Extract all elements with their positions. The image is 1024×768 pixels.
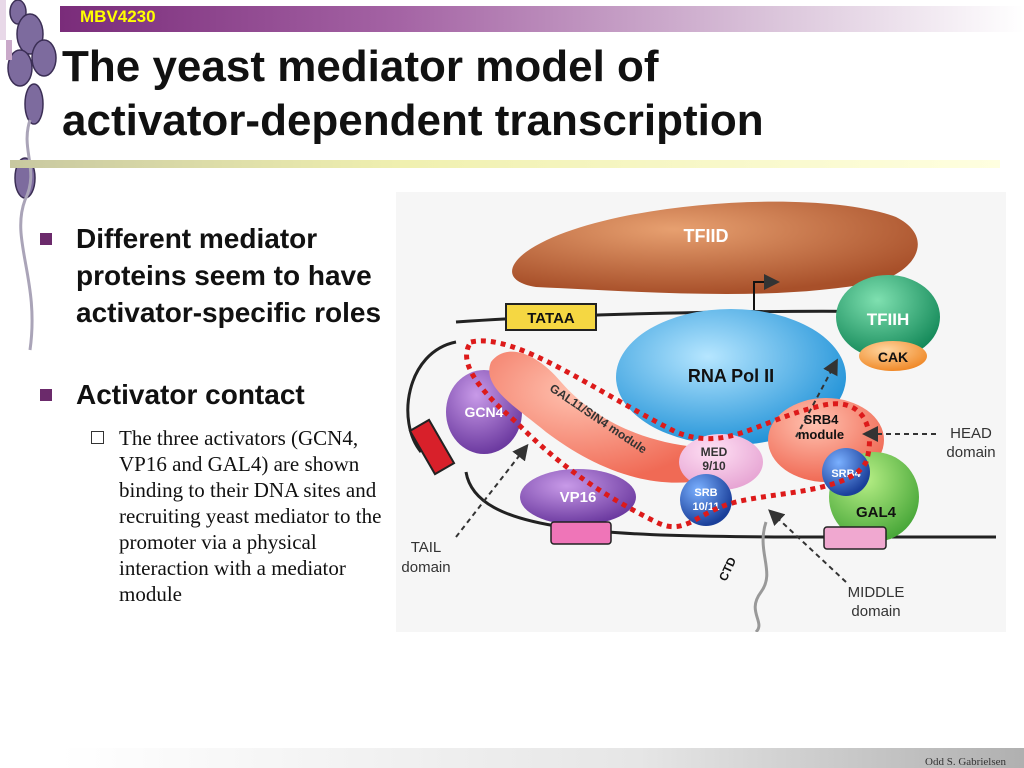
tail-domain-label-line1: TAIL — [411, 539, 442, 556]
med-9-10-label-line2: 9/10 — [702, 459, 726, 473]
vp16-label: VP16 — [560, 489, 597, 506]
hollow-square-icon — [91, 431, 104, 444]
gcn4-dna-site — [408, 418, 456, 476]
footer-author: Odd S. Gabrielsen — [925, 756, 1006, 768]
tail-domain-label-line2: domain — [401, 559, 450, 576]
bullet-item: Activator contact — [34, 376, 394, 413]
title-line-1: The yeast mediator model of — [62, 42, 659, 91]
ctd-tail — [753, 521, 769, 632]
gal4-label: GAL4 — [856, 504, 897, 521]
middle-arrow — [768, 509, 847, 583]
slide-title: The yeast mediator model of activator-de… — [62, 40, 1002, 148]
tataa-label: TATAA — [527, 310, 575, 327]
srb4-label: SRB4 — [831, 468, 861, 480]
cak-label: CAK — [878, 349, 908, 365]
tfiid-shape — [512, 201, 918, 294]
decorative-beads-icon — [0, 0, 57, 351]
bullet-square-icon — [40, 233, 52, 245]
bullet-text: Different mediator proteins seem to have… — [76, 223, 382, 328]
footer-bar — [60, 748, 1024, 768]
header-bar — [60, 6, 1024, 32]
title-line-2: activator-dependent transcription — [62, 96, 764, 145]
transcription-start-arrow — [753, 274, 780, 310]
cak-shape — [859, 341, 927, 371]
bullet-square-icon — [40, 389, 52, 401]
tail-arrow — [455, 443, 529, 538]
course-code: MBV4230 — [80, 7, 156, 26]
dna-loop-left — [406, 340, 457, 453]
tfiih-label: TFIIH — [867, 310, 910, 329]
rna-pol-ii-label: RNA Pol II — [688, 366, 774, 386]
tfiih-shape — [836, 275, 940, 359]
middle-domain-label-line2: domain — [851, 603, 900, 620]
gcn4-label: GCN4 — [465, 404, 504, 420]
sub-bullet-item: The three activators (GCN4, VP16 and GAL… — [34, 425, 394, 607]
srb-10-11-shape — [680, 474, 732, 526]
bullet-item: Different mediator proteins seem to have… — [34, 220, 394, 331]
vp16-shape — [520, 469, 636, 525]
title-divider — [10, 160, 1000, 168]
tfiid-label: TFIID — [684, 226, 729, 246]
bullet-text: Activator contact — [76, 379, 305, 410]
vp16-dna-site — [550, 521, 612, 545]
gal11-sin4-module-shape — [489, 351, 711, 483]
srb4-module-label-line1: SRB4 — [804, 412, 839, 427]
gal4-dna-site — [823, 526, 887, 550]
tataa-box — [505, 303, 597, 331]
srb-10-11-label-line1: SRB — [694, 487, 717, 499]
srb4-module-label-line2: module — [798, 427, 844, 442]
middle-domain-label-line1: MIDDLE — [848, 584, 905, 601]
sub-bullet-text: The three activators (GCN4, VP16 and GAL… — [119, 426, 382, 606]
bullet-list: Different mediator proteins seem to have… — [34, 220, 394, 607]
med-9-10-label-line1: MED — [701, 445, 728, 459]
head-domain-label-line2: domain — [946, 444, 995, 461]
mediator-model-diagram: TFIID TATAA RNA Pol II TFIIH CAK GCN4 GA… — [396, 192, 1006, 632]
head-domain-label-line1: HEAD — [950, 425, 992, 442]
